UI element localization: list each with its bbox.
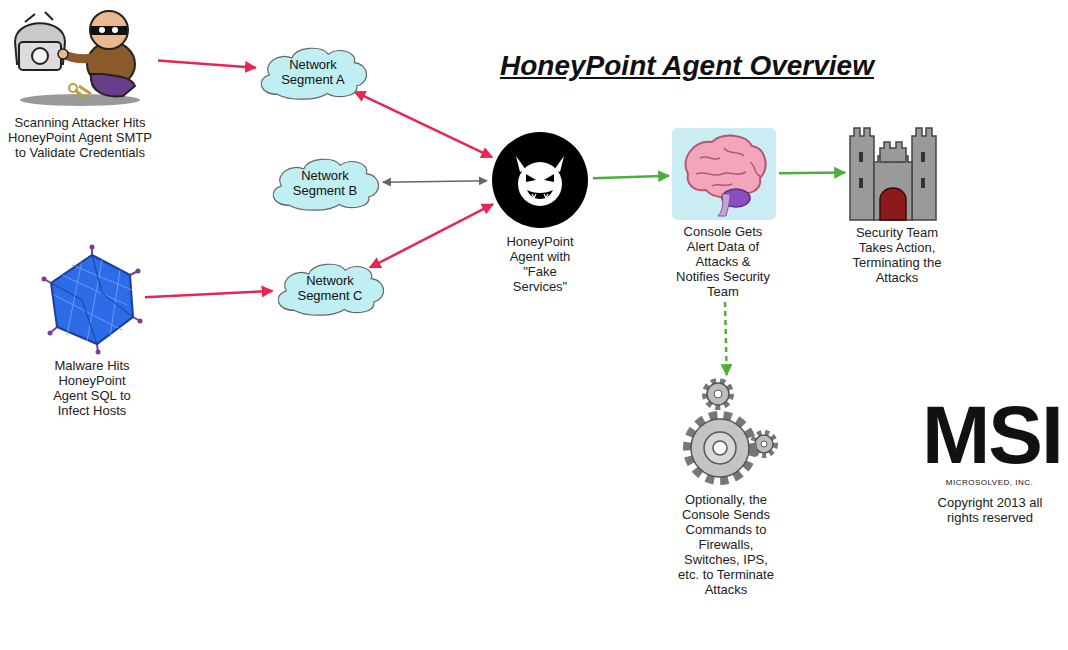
- connector-arrow: [370, 204, 493, 267]
- connector-arrow: [145, 291, 272, 297]
- node-caption: Malware Hits HoneyPoint Agent SQL to Inf…: [42, 358, 142, 418]
- node-caption: Optionally, the Console Sends Commands t…: [674, 492, 778, 597]
- console-node: Console Gets Alert Data of Attacks & Not…: [673, 128, 773, 299]
- malware-icon: [42, 245, 142, 355]
- agent-icon: [490, 130, 590, 230]
- company-name: MICROSOLVED, INC.: [922, 478, 1057, 488]
- attacker-icon: [5, 2, 155, 107]
- security-team-node: Security Team Takes Action, Terminating …: [845, 122, 949, 285]
- network-cloud: Network Segment C: [271, 260, 389, 316]
- node-caption: HoneyPoint Agent with "Fake Services": [498, 234, 582, 294]
- network-cloud: Network Segment B: [266, 155, 384, 211]
- cloud-label: Network Segment A: [275, 57, 351, 87]
- agent-node: HoneyPoint Agent with "Fake Services": [498, 130, 582, 294]
- connector-arrow: [158, 60, 256, 67]
- node-caption: Console Gets Alert Data of Attacks & Not…: [673, 224, 773, 299]
- cloud-label: Network Segment B: [287, 168, 363, 198]
- cloud-label: Network Segment C: [292, 273, 368, 303]
- connector-arrow: [779, 171, 845, 174]
- attacker-node: Scanning Attacker Hits HoneyPoint Agent …: [4, 2, 156, 160]
- diagram-title: HoneyPoint Agent Overview: [500, 50, 874, 82]
- gears-icon: [678, 378, 778, 490]
- connector-arrow: [725, 302, 727, 375]
- connector-arrow: [355, 92, 493, 158]
- connector-arrow: [593, 176, 669, 179]
- malware-node: Malware Hits HoneyPoint Agent SQL to Inf…: [42, 245, 142, 418]
- castle-icon: [848, 122, 938, 222]
- node-caption: Security Team Takes Action, Terminating …: [845, 225, 949, 285]
- brain-icon: [672, 128, 776, 220]
- node-caption: Scanning Attacker Hits HoneyPoint Agent …: [4, 115, 156, 160]
- company-logo: MSI: [922, 392, 1057, 478]
- network-cloud: Network Segment A: [254, 44, 372, 100]
- connector-arrow: [383, 181, 487, 183]
- gears-node: Optionally, the Console Sends Commands t…: [674, 378, 778, 597]
- copyright-note: Copyright 2013 all rights reserved: [928, 495, 1052, 525]
